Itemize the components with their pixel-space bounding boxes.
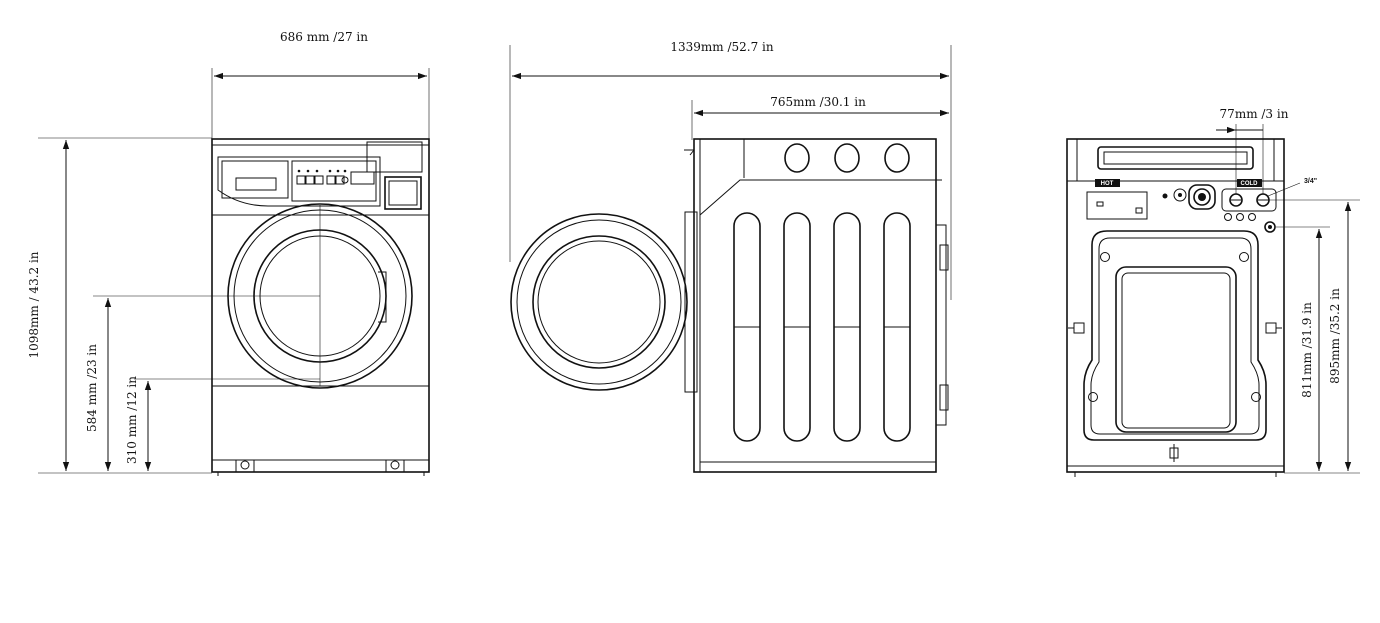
door-bottom-label: 310 mm /12 in (125, 376, 139, 464)
cold-inlet-tag (1237, 179, 1262, 187)
inlet-height-label: 811mm /31.9 in (1300, 302, 1314, 398)
top-inlet-height-label: 895mm /35.2 in (1328, 288, 1342, 384)
side-cabinet (684, 138, 949, 473)
rear-view: HOT COLD (1066, 107, 1360, 477)
front-cabinet (211, 138, 430, 476)
rear-cabinet: HOT COLD (1066, 138, 1285, 477)
side-cabinet-depth-label: 765mm /30.1 in (770, 95, 866, 109)
front-height-label: 1098mm / 43.2 in (27, 251, 41, 358)
inlet-spacing-label: 77mm /3 in (1220, 107, 1289, 121)
svg-text:HOT: HOT (1101, 181, 1114, 187)
svg-text:COLD: COLD (1241, 181, 1259, 187)
front-width-label: 686 mm /27 in (280, 30, 368, 44)
front-view: 686 mm /27 in (27, 30, 430, 476)
side-open-door (510, 213, 688, 391)
side-total-depth-label: 1339mm /52.7 in (670, 40, 774, 54)
inlet-size-label: 3/4" (1304, 178, 1317, 185)
hot-inlet-tag (1095, 179, 1120, 187)
door-center-label: 584 mm /23 in (85, 344, 99, 432)
side-view: 1339mm /52.7 in 765mm /30.1 in (509, 40, 952, 473)
